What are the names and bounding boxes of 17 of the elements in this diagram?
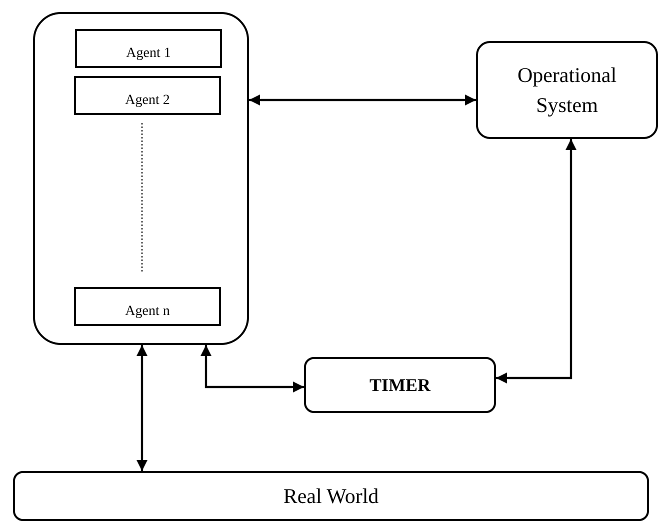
double-arrow	[136, 345, 148, 471]
process-box	[75, 29, 222, 68]
agent-container	[33, 12, 249, 345]
process-box	[476, 41, 658, 139]
double-arrow	[200, 345, 304, 392]
node-label: Agent n	[125, 302, 170, 321]
node-label: Agent 1	[126, 44, 171, 63]
double-arrow	[249, 94, 476, 106]
double-arrow	[496, 139, 576, 384]
process-box	[74, 76, 221, 115]
node-label: Agent 2	[125, 92, 170, 110]
process-box	[74, 287, 221, 326]
process-box	[304, 357, 496, 413]
process-box	[13, 471, 649, 521]
node-label: Operational System	[516, 62, 618, 119]
node-label: TIMER	[369, 374, 430, 397]
node-label: Real World	[283, 482, 379, 510]
